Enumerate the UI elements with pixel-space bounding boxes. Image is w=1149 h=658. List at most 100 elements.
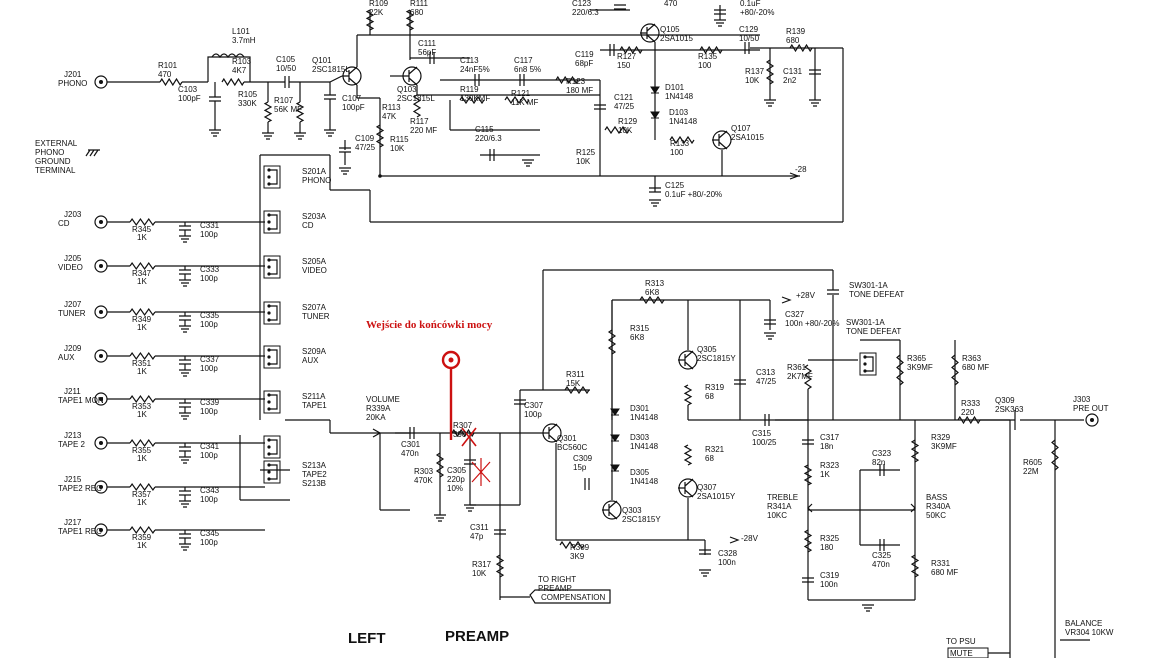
resistor-label: R347 [132,269,152,278]
selector-switch [263,345,281,369]
resistor-label: R349 [132,315,152,324]
input-jack [94,523,108,537]
capacitor-input [179,446,191,452]
transistor-leads [678,478,694,498]
resistor-value: 1K [137,277,147,286]
resistor-r101 [159,77,183,87]
jack-name: TUNER [58,309,86,318]
resistor-input [129,261,156,271]
resistor-r317 [495,554,505,578]
resistor-r103 [221,77,245,87]
capacitor-input [179,269,191,275]
ground-symbol [294,132,306,140]
capacitor-c105 [284,76,290,88]
ground-symbol [764,332,776,340]
switch-blade [269,259,278,275]
volume-wiper [372,428,382,438]
capacitor-label: C343 [200,486,220,495]
switch-blade [269,349,278,365]
switch-name: S213B [302,479,326,488]
capacitor-c131 [809,69,821,75]
transistor-leads [602,500,618,520]
diode-d103 [650,111,660,119]
capacitor-c327 [764,319,776,325]
capacitor [209,96,221,102]
switch-name: VIDEO [302,266,327,275]
switch-ref: S201A [302,167,327,176]
resistor-value: 1K [137,367,147,376]
capacitor-value: 100p [200,364,218,373]
capacitor-c323 [879,464,885,476]
diode-d101 [650,86,660,94]
capacitor-c309 [584,478,590,490]
transistor-leads [640,23,656,43]
arrow [789,172,800,180]
switch-blade [269,439,278,455]
ground-symbol [324,129,336,137]
jack-name: TAPE2 REC [58,484,102,493]
jack-label: J217 [64,518,82,527]
resistor-label: R353 [132,402,152,411]
resistor-r139 [789,43,813,53]
input-jack [94,480,108,494]
resistor-label: R359 [132,533,152,542]
resistor-r129 [604,125,630,135]
resistor [375,124,385,148]
resistor-r309 [559,540,585,550]
capacitor-c113 [474,74,480,86]
resistor-r123 [555,75,579,85]
transistor-leads [678,350,694,370]
resistor-r363 [951,354,959,386]
transistor-leads [342,66,358,86]
resistor-input [129,351,156,361]
title-preamp: PREAMP [445,628,509,645]
phono-stage-label: -28 [795,165,807,174]
tone-stage-label: -28V [741,534,759,543]
ground-symbol [764,99,776,107]
input-jack [94,392,108,406]
switch-blade [269,214,278,230]
capacitor-value: 100p [200,230,218,239]
capacitor-c311 [494,529,506,535]
jack-label: J205 [64,254,82,263]
capacitor [324,94,336,100]
capacitor [714,9,726,15]
arrow [781,296,792,304]
switch-name: CD [302,221,314,230]
capacitor-value: 100p [200,495,218,504]
